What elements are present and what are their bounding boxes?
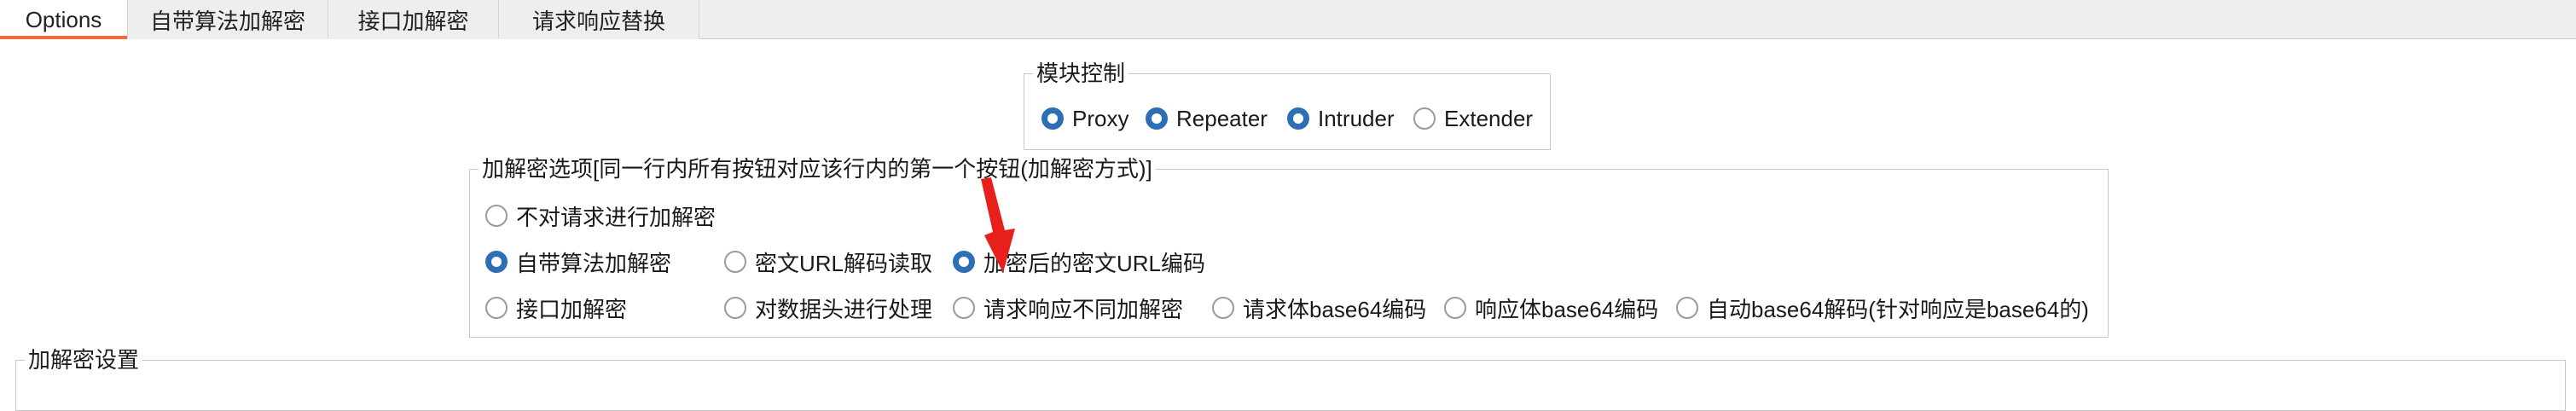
repeater-radio[interactable]: Repeater bbox=[1146, 103, 1268, 134]
api-crypto-radio-label: 接口加解密 bbox=[516, 296, 628, 322]
radio-checked-icon bbox=[1146, 107, 1168, 130]
different-req-resp-crypto-radio[interactable]: 请求响应不同加解密 bbox=[953, 292, 1183, 323]
tab-request-response-replace-label: 请求响应替换 bbox=[531, 8, 665, 34]
response-body-base64-radio[interactable]: 响应体base64编码 bbox=[1444, 292, 1658, 323]
ciphertext-url-encode-radio[interactable]: 加密后的密文URL编码 bbox=[953, 246, 1205, 277]
request-body-base64-radio[interactable]: 请求体base64编码 bbox=[1212, 292, 1426, 323]
extender-radio-label: Extender bbox=[1444, 105, 1534, 131]
process-headers-radio[interactable]: 对数据头进行处理 bbox=[724, 292, 932, 323]
builtin-crypto-radio-label: 自带算法加解密 bbox=[516, 250, 672, 276]
crypto-settings-group: 加解密设置 bbox=[15, 346, 2566, 411]
proxy-radio-label: Proxy bbox=[1072, 105, 1129, 131]
tab-builtin-crypto[interactable]: 自带算法加解密 bbox=[128, 0, 328, 39]
tab-options[interactable]: Options bbox=[0, 0, 128, 39]
extender-radio[interactable]: Extender bbox=[1413, 103, 1533, 134]
different-req-resp-crypto-radio-label: 请求响应不同加解密 bbox=[983, 296, 1184, 322]
module-control-group: 模块控制 Proxy Repeater Intruder Extender bbox=[1024, 60, 1551, 150]
radio-checked-icon bbox=[1041, 107, 1064, 130]
radio-unchecked-icon bbox=[724, 251, 746, 273]
tab-bar: Options 自带算法加解密 接口加解密 请求响应替换 bbox=[0, 0, 2576, 39]
radio-unchecked-icon bbox=[485, 297, 508, 319]
tab-request-response-replace[interactable]: 请求响应替换 bbox=[499, 0, 699, 39]
process-headers-radio-label: 对数据头进行处理 bbox=[755, 296, 933, 322]
auto-base64-decode-radio[interactable]: 自动base64解码(针对响应是base64的) bbox=[1676, 292, 2089, 323]
radio-unchecked-icon bbox=[1444, 297, 1466, 319]
intruder-radio[interactable]: Intruder bbox=[1287, 103, 1395, 134]
crypto-options-title: 加解密选项[同一行内所有按钮对应该行内的第一个按钮(加解密方式)] bbox=[479, 155, 1156, 182]
radio-checked-icon bbox=[1287, 107, 1309, 130]
radio-unchecked-icon bbox=[953, 297, 975, 319]
builtin-crypto-radio[interactable]: 自带算法加解密 bbox=[485, 246, 671, 277]
repeater-radio-label: Repeater bbox=[1176, 105, 1268, 131]
radio-unchecked-icon bbox=[1676, 297, 1698, 319]
radio-unchecked-icon bbox=[1212, 297, 1234, 319]
intruder-radio-label: Intruder bbox=[1318, 105, 1395, 131]
radio-checked-icon bbox=[953, 251, 975, 273]
crypto-options-group: 加解密选项[同一行内所有按钮对应该行内的第一个按钮(加解密方式)] 不对请求进行… bbox=[469, 155, 2109, 338]
no-crypto-radio-label: 不对请求进行加解密 bbox=[516, 204, 717, 230]
api-crypto-radio[interactable]: 接口加解密 bbox=[485, 292, 627, 323]
radio-unchecked-icon bbox=[724, 297, 746, 319]
radio-unchecked-icon bbox=[1413, 107, 1436, 130]
module-control-title: 模块控制 bbox=[1033, 60, 1129, 87]
radio-unchecked-icon bbox=[485, 205, 508, 227]
ciphertext-url-decode-radio[interactable]: 密文URL解码读取 bbox=[724, 246, 932, 277]
active-tab-indicator bbox=[0, 36, 127, 39]
ciphertext-url-encode-radio-label: 加密后的密文URL编码 bbox=[983, 250, 1206, 276]
request-body-base64-radio-label: 请求体base64编码 bbox=[1243, 296, 1427, 322]
tab-api-crypto-label: 接口加解密 bbox=[357, 8, 469, 34]
tab-options-label: Options bbox=[25, 6, 102, 32]
radio-checked-icon bbox=[485, 251, 508, 273]
ciphertext-url-decode-radio-label: 密文URL解码读取 bbox=[755, 250, 933, 276]
proxy-radio[interactable]: Proxy bbox=[1041, 103, 1128, 134]
crypto-settings-title: 加解密设置 bbox=[25, 346, 143, 373]
tab-builtin-crypto-label: 自带算法加解密 bbox=[149, 8, 305, 34]
auto-base64-decode-radio-label: 自动base64解码(针对响应是base64的) bbox=[1707, 296, 2089, 322]
response-body-base64-radio-label: 响应体base64编码 bbox=[1475, 296, 1659, 322]
no-crypto-radio[interactable]: 不对请求进行加解密 bbox=[485, 200, 716, 231]
tab-api-crypto[interactable]: 接口加解密 bbox=[328, 0, 499, 39]
